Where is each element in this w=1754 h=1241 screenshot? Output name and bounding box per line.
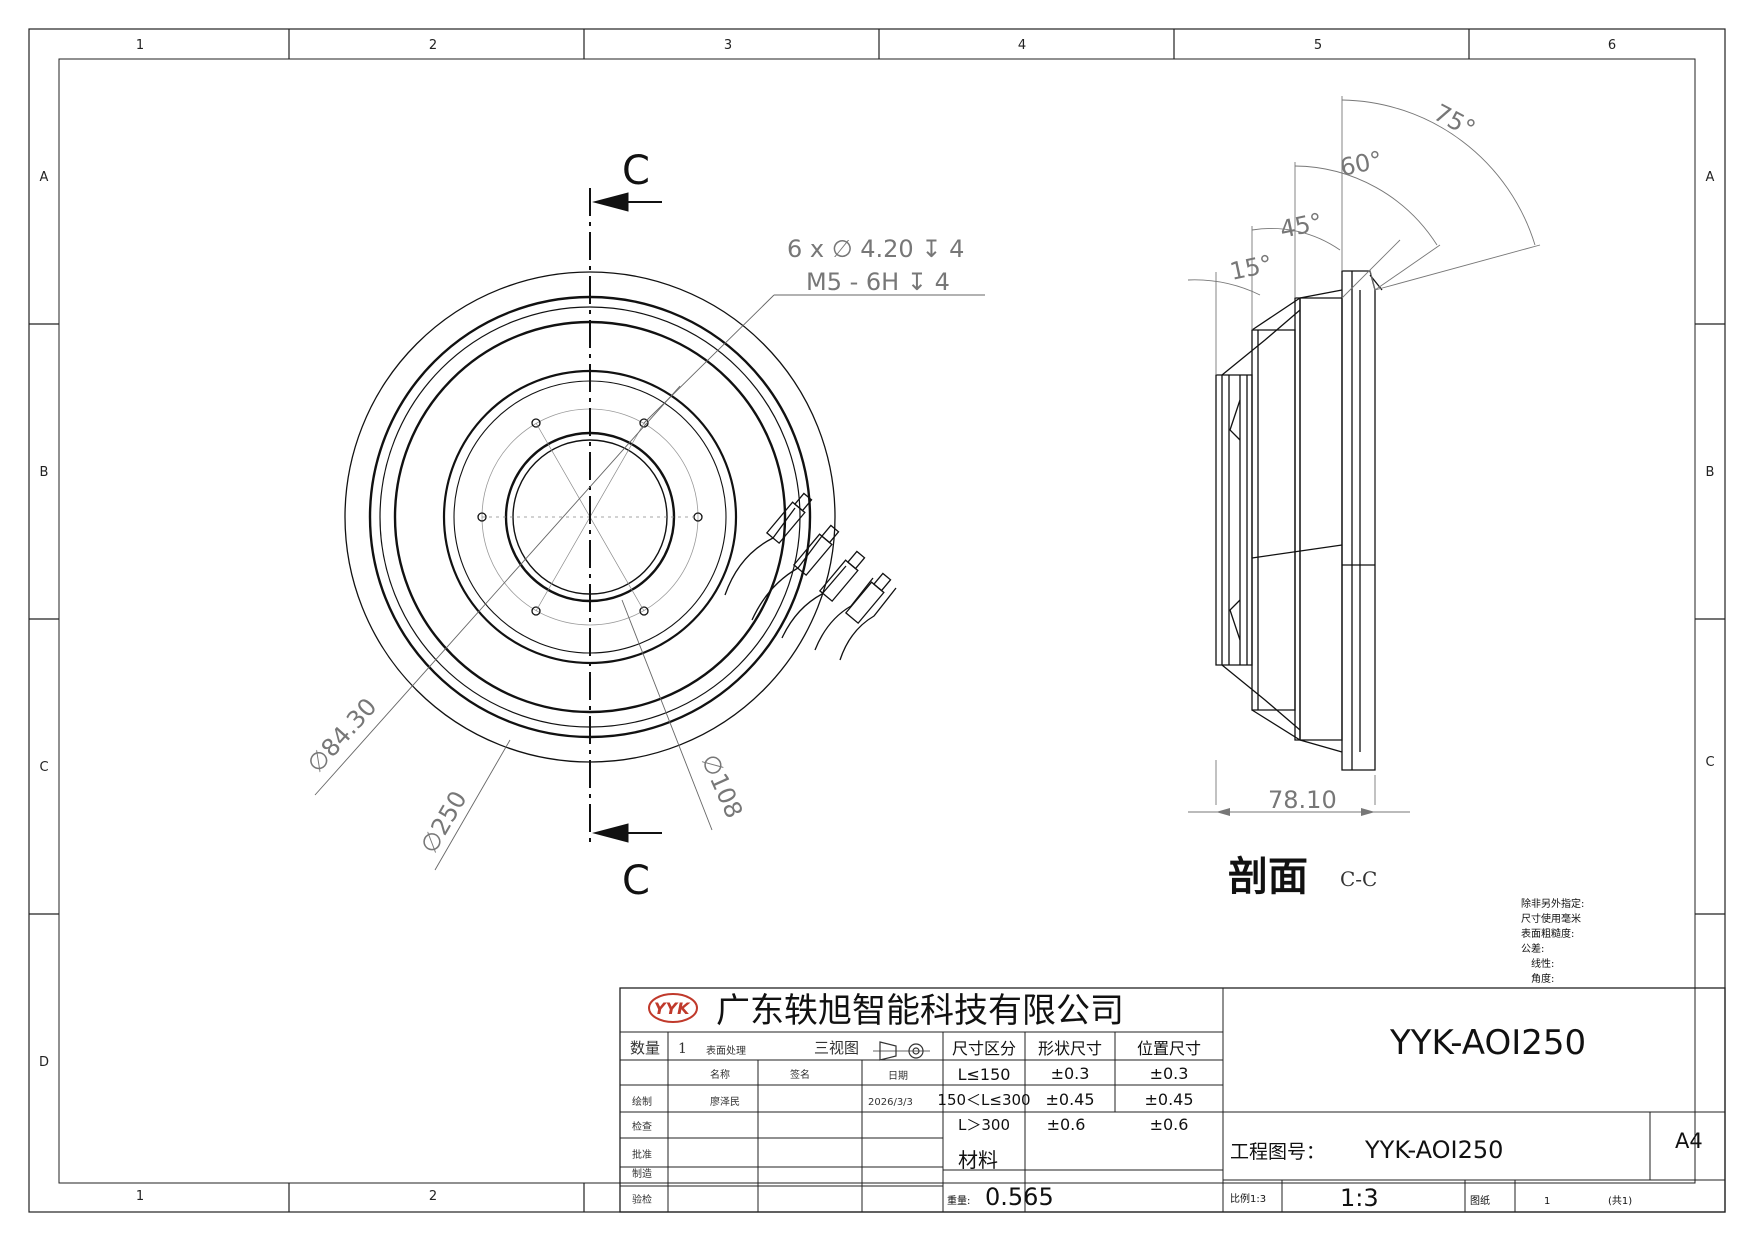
- hole-callout-1: 6 x ∅ 4.20 ↧ 4: [787, 235, 964, 263]
- svg-text:检查: 检查: [632, 1120, 652, 1133]
- svg-text:±0.6: ±0.6: [1047, 1115, 1086, 1134]
- svg-text:±0.45: ±0.45: [1144, 1090, 1193, 1109]
- front-view: [344, 188, 836, 846]
- svg-text:尺寸使用毫米: 尺寸使用毫米: [1521, 912, 1581, 925]
- svg-text:尺寸区分: 尺寸区分: [952, 1039, 1016, 1058]
- scale-label: 比例1:3: [1230, 1192, 1266, 1205]
- svg-text:表面处理: 表面处理: [706, 1044, 746, 1057]
- svg-text:数量: 数量: [630, 1039, 660, 1057]
- mounting-holes: [477, 418, 703, 616]
- section-view: [1215, 270, 1383, 771]
- angle-60: 60°: [1337, 146, 1384, 182]
- col-label-4: 4: [1018, 38, 1026, 53]
- col-label-2-bottom: 2: [429, 1189, 437, 1204]
- angle-dimensions: [1187, 96, 1541, 813]
- svg-text:签名: 签名: [790, 1068, 810, 1081]
- company-logo: YYK: [648, 993, 698, 1023]
- svg-text:±0.6: ±0.6: [1150, 1115, 1189, 1134]
- section-title-suffix: C-C: [1340, 867, 1377, 891]
- svg-text:1: 1: [678, 1041, 687, 1057]
- svg-text:廖泽民: 廖泽民: [710, 1095, 740, 1108]
- section-arrows: [592, 192, 662, 843]
- section-title: 剖面: [1228, 854, 1308, 900]
- section-mark-top: C: [622, 148, 650, 194]
- front-dimensions: [314, 294, 985, 871]
- row-label-d: D: [39, 1055, 49, 1070]
- angle-15: 15°: [1227, 250, 1274, 286]
- tolerance-table: 尺寸区分 形状尺寸 位置尺寸 L≤150 ±0.3 ±0.3 150＜L≤300…: [937, 1039, 1201, 1134]
- svg-text:±0.3: ±0.3: [1150, 1064, 1189, 1083]
- svg-text:公差:: 公差:: [1521, 942, 1544, 955]
- dim-diameter-108: ∅108: [696, 750, 749, 822]
- row-label-c: C: [39, 760, 48, 775]
- svg-text:制造: 制造: [632, 1167, 652, 1180]
- svg-text:三视图: 三视图: [814, 1039, 859, 1057]
- row-label-b: B: [40, 465, 49, 480]
- col-label-1-bottom: 1: [136, 1189, 144, 1204]
- title-block: [619, 987, 1726, 1213]
- svg-text:日期: 日期: [888, 1070, 908, 1082]
- dim-diameter-250: ∅250: [415, 786, 473, 858]
- drawing-title: YYK-AOI250: [1389, 1023, 1586, 1063]
- hole-callout-2: M5 - 6H ↧ 4: [806, 268, 950, 296]
- svg-text:形状尺寸: 形状尺寸: [1038, 1039, 1102, 1058]
- svg-text:表面粗糙度:: 表面粗糙度:: [1521, 927, 1574, 940]
- col-label-6: 6: [1608, 38, 1616, 53]
- col-label-2: 2: [429, 38, 437, 53]
- svg-text:±0.45: ±0.45: [1045, 1090, 1094, 1109]
- zone-labels: 1 2 3 4 5 6 1 2 A B C D A B C: [39, 38, 1715, 1204]
- cable-connectors: [724, 492, 897, 661]
- row-label-b-right: B: [1706, 465, 1715, 480]
- drawing-no-label: 工程图号：: [1230, 1141, 1325, 1163]
- row-label-c-right: C: [1705, 755, 1714, 770]
- svg-text:L≤150: L≤150: [958, 1065, 1011, 1084]
- sheet-no: 1: [1544, 1196, 1550, 1207]
- company-name: 广东轶旭智能科技有限公司: [716, 991, 1124, 1031]
- svg-text:YYK: YYK: [654, 999, 691, 1018]
- angle-45: 45°: [1277, 208, 1324, 244]
- sheet-label: 图纸: [1470, 1194, 1490, 1207]
- svg-text:除非另外指定:: 除非另外指定:: [1521, 897, 1584, 910]
- svg-text:名称: 名称: [710, 1068, 730, 1081]
- row-label-a-right: A: [1706, 170, 1715, 185]
- svg-text:L＞300: L＞300: [958, 1116, 1010, 1134]
- angle-75: 75°: [1429, 99, 1480, 144]
- svg-text:角度:: 角度:: [1531, 972, 1554, 985]
- title-block-labels: 数量 1 表面处理 三视图 名称 签名 日期 绘制 廖泽民 2026/3/3 检…: [630, 1039, 913, 1206]
- paper-size: A4: [1675, 1129, 1703, 1153]
- svg-text:2026/3/3: 2026/3/3: [868, 1097, 913, 1108]
- svg-text:批准: 批准: [632, 1148, 652, 1161]
- col-label-5: 5: [1314, 38, 1322, 53]
- svg-text:验检: 验检: [632, 1193, 652, 1206]
- material-label: 材料: [958, 1148, 998, 1172]
- svg-text:线性:: 线性:: [1531, 957, 1554, 970]
- weight-label: 重量:: [947, 1194, 970, 1207]
- col-label-1: 1: [136, 38, 144, 53]
- svg-text:绘制: 绘制: [632, 1095, 652, 1108]
- sheet-total: (共1): [1608, 1195, 1632, 1207]
- projection-symbol: [873, 1041, 930, 1061]
- general-notes: 除非另外指定: 尺寸使用毫米 表面粗糙度: 公差: 线性: 角度:: [1521, 897, 1584, 985]
- col-label-3: 3: [724, 38, 732, 53]
- svg-text:150＜L≤300: 150＜L≤300: [937, 1091, 1030, 1109]
- scale-value: 1:3: [1340, 1184, 1379, 1212]
- section-mark-bottom: C: [622, 858, 650, 904]
- drawing-no: YYK-AOI250: [1364, 1136, 1503, 1164]
- row-label-a: A: [40, 170, 49, 185]
- dim-width: 78.10: [1268, 786, 1337, 814]
- svg-text:±0.3: ±0.3: [1051, 1064, 1090, 1083]
- svg-text:位置尺寸: 位置尺寸: [1137, 1039, 1201, 1058]
- weight-value: 0.565: [985, 1183, 1054, 1211]
